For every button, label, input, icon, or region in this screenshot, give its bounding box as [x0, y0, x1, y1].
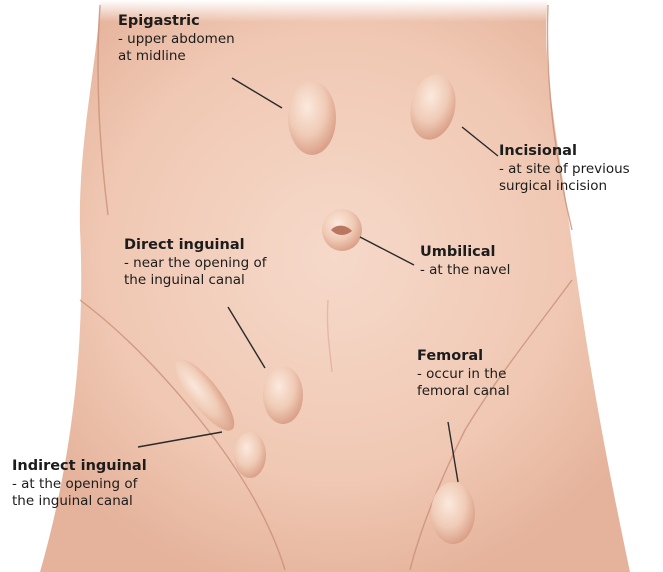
label-title: Femoral — [417, 347, 510, 366]
label-title: Direct inguinal — [124, 236, 266, 255]
indirect-inguinal-bulge — [234, 432, 266, 478]
label-umbilical: Umbilical - at the navel — [420, 243, 510, 279]
label-indirect-inguinal: Indirect inguinal - at the opening of th… — [12, 457, 147, 510]
direct-inguinal-bulge — [263, 366, 303, 424]
label-title: Indirect inguinal — [12, 457, 147, 476]
label-desc: - at the navel — [420, 262, 510, 279]
label-desc: - at site of previous surgical incision — [499, 161, 630, 196]
femoral-bulge — [431, 482, 475, 544]
label-epigastric: Epigastric - upper abdomen at midline — [118, 12, 235, 65]
label-title: Umbilical — [420, 243, 510, 262]
label-desc: - near the opening of the inguinal canal — [124, 255, 266, 290]
label-desc: - at the opening of the inguinal canal — [12, 476, 147, 511]
label-title: Incisional — [499, 142, 630, 161]
label-incisional: Incisional - at site of previous surgica… — [499, 142, 630, 195]
label-direct-inguinal: Direct inguinal - near the opening of th… — [124, 236, 266, 289]
label-desc: - occur in the femoral canal — [417, 366, 510, 401]
epigastric-bulge — [288, 81, 336, 155]
label-desc: - upper abdomen at midline — [118, 31, 235, 66]
label-title: Epigastric — [118, 12, 235, 31]
label-femoral: Femoral - occur in the femoral canal — [417, 347, 510, 400]
